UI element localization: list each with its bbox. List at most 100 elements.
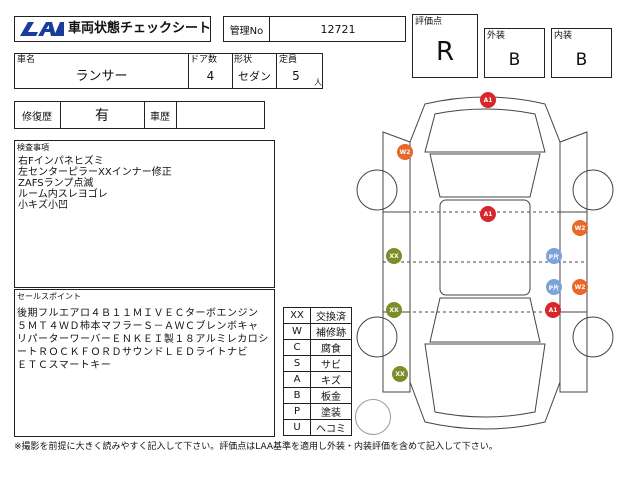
inspection-label: 検査事項 xyxy=(17,143,49,152)
capacity-box xyxy=(276,53,323,89)
right-front-fender xyxy=(559,131,588,213)
damage-marker: A1 xyxy=(480,92,496,108)
inspection-line: ルーム内スレヨゴレ xyxy=(18,189,108,200)
interior-grade-label: 内装 xyxy=(554,31,573,41)
capacity-unit: 人 xyxy=(314,78,322,87)
exterior-grade-label: 外装 xyxy=(487,31,506,41)
overall-grade-value: R xyxy=(435,37,455,67)
sales-line: ートＲＯＣＫＦＯＲＤサウンドＬＥＤライトナビ xyxy=(17,347,248,358)
legend-desc: サビ xyxy=(310,355,352,372)
doors-value: 4 xyxy=(206,69,215,83)
car-body-diagram xyxy=(356,96,614,430)
wheel-front-left xyxy=(356,169,398,211)
capacity-value: 5 xyxy=(292,69,300,83)
car-name-box xyxy=(14,53,189,89)
wheel-rear-left xyxy=(356,316,398,358)
car-name-label: 車名 xyxy=(17,55,36,65)
damage-marker: A1 xyxy=(480,206,496,222)
exterior-grade-value: B xyxy=(508,50,521,70)
mgmt-no-label: 管理No xyxy=(229,25,264,37)
inspection-line: 左センターピラーXXインナー修正 xyxy=(18,167,172,178)
sales-lines: 後期フルエアロ４Ｂ１１ＭＩＶＥＣターボエンジン ５ＭＴ４ＷＤ柿本マフラーＳ－ＡＷ… xyxy=(17,307,269,372)
legend-code: S xyxy=(283,355,311,372)
legend-code: W xyxy=(283,323,311,340)
right-rear-fender xyxy=(559,311,588,393)
damage-marker: XX xyxy=(386,248,402,264)
legend-desc: キズ xyxy=(310,371,352,388)
inspection-line: 小キズ小凹 xyxy=(18,200,68,211)
legend-desc: ヘコミ xyxy=(310,419,352,436)
repair-history-value: 有 xyxy=(95,108,109,124)
repair-history-label: 修復歴 xyxy=(22,111,52,123)
overall-grade-label: 評価点 xyxy=(415,17,443,27)
sales-line: ５ＭＴ４ＷＤ柿本マフラーＳ－ＡＷＣブレンボキャ xyxy=(17,321,259,332)
damage-marker: W2 xyxy=(572,279,588,295)
history-divider-2 xyxy=(144,101,145,129)
legend-code: P xyxy=(283,403,311,420)
wheel-front-right xyxy=(572,169,614,211)
history-box xyxy=(14,101,265,129)
car-outline xyxy=(409,96,561,430)
inspection-box xyxy=(14,140,275,288)
laa-logo xyxy=(18,20,64,38)
sales-label: セールスポイント xyxy=(17,292,81,301)
damage-marker: W2 xyxy=(572,220,588,236)
legend-code: B xyxy=(283,387,311,404)
sales-line: ＥＴＣスマートキー xyxy=(17,360,112,371)
mgmt-no-box xyxy=(223,16,406,42)
history-divider-3 xyxy=(176,101,177,129)
rear-window xyxy=(429,297,541,343)
windshield xyxy=(429,153,541,198)
inspection-line: ZAFSランプ点滅 xyxy=(18,178,94,189)
doors-label: ドア数 xyxy=(190,55,218,65)
shape-value: セダン xyxy=(238,70,271,83)
vehicle-record-value xyxy=(176,101,265,129)
interior-grade-box xyxy=(551,28,612,78)
spare-tire xyxy=(355,399,391,435)
car-name-value: ランサー xyxy=(75,68,128,84)
hood xyxy=(424,108,546,153)
mgmt-no-value: 12721 xyxy=(320,22,356,36)
inspection-lines: 右Fインパネヒズミ 左センターピラーXXインナー修正 ZAFSランプ点滅 ルーム… xyxy=(18,156,172,211)
damage-marker: P片 xyxy=(546,279,562,295)
inspection-line: 右Fインパネヒズミ xyxy=(18,156,104,167)
vehicle-record-label: 車歴 xyxy=(150,111,170,123)
legend-desc: 交換済 xyxy=(310,307,352,324)
legend-code: U xyxy=(283,419,311,436)
damage-marker: XX xyxy=(386,302,402,318)
roof xyxy=(439,199,531,296)
damage-marker: A1 xyxy=(545,302,561,318)
capacity-label: 定員 xyxy=(279,55,298,65)
exterior-grade-box xyxy=(484,28,545,78)
sales-line: 後期フルエアロ４Ｂ１１ＭＩＶＥＣターボエンジン xyxy=(17,308,259,319)
damage-marker: XX xyxy=(392,366,408,382)
legend-code: XX xyxy=(283,307,311,324)
sales-box xyxy=(14,289,275,437)
damage-marker: P片 xyxy=(546,248,562,264)
shape-label: 形状 xyxy=(234,55,253,65)
sheet-title: 車両状態チェックシート xyxy=(68,21,212,36)
wheel-rear-right xyxy=(572,316,614,358)
damage-marker: W2 xyxy=(397,144,413,160)
legend-desc: 補修跡 xyxy=(310,323,352,340)
laa-logo-graphic xyxy=(20,22,64,36)
legend-desc: 板金 xyxy=(310,387,352,404)
legend-desc: 塗装 xyxy=(310,403,352,420)
footer-note: ※撮影を前提に大きく読みやすく記入して下さい。評価点はLAA基準を適用し外装・内… xyxy=(14,442,498,452)
sales-line: リパーターワーバーＥＮＫＥＩ製１８アルミレカロシ xyxy=(17,334,269,345)
interior-grade-value: B xyxy=(575,50,588,70)
legend-code: C xyxy=(283,339,311,356)
trunk xyxy=(424,343,546,418)
legend-desc: 腐食 xyxy=(310,339,352,356)
overall-grade-box xyxy=(412,14,478,78)
mgmt-no-divider xyxy=(223,16,270,42)
